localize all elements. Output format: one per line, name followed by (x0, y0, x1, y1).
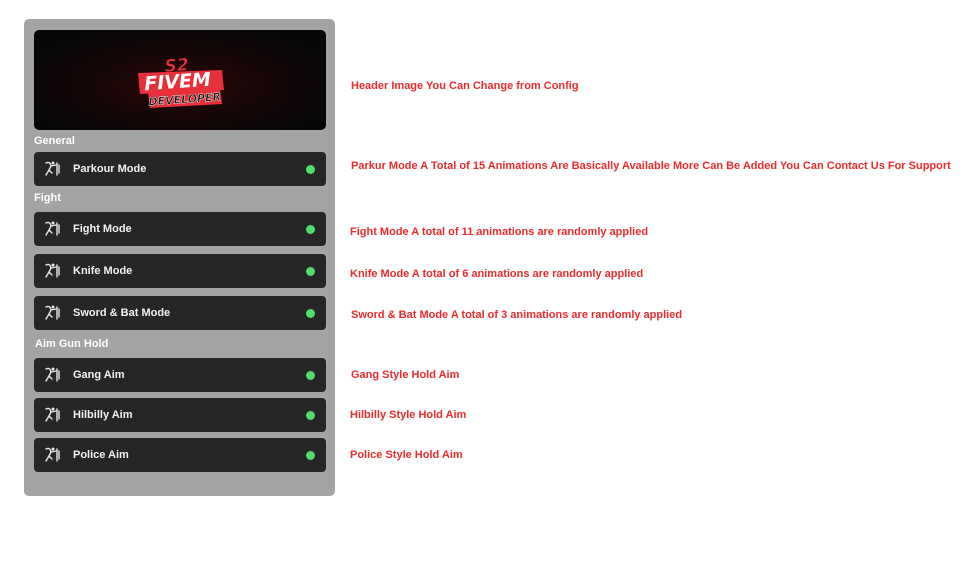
parkour-mode-label: Parkour Mode (73, 163, 147, 175)
status-indicator (306, 309, 315, 318)
sword-bat-mode-label: Sword & Bat Mode (73, 307, 171, 319)
note-police: Police Style Hold Aim (350, 449, 463, 461)
note-gang: Gang Style Hold Aim (351, 369, 460, 381)
section-fight: Fight (34, 192, 61, 204)
svg-text:FIVEM: FIVEM (144, 69, 212, 96)
note-header: Header Image You Can Change from Config (351, 80, 579, 92)
note-fight: Fight Mode A total of 11 animations are … (350, 226, 649, 238)
status-indicator (306, 451, 315, 460)
svg-text:DEVELOPER: DEVELOPER (148, 90, 221, 108)
knife-icon (45, 263, 60, 278)
status-indicator (306, 225, 315, 234)
note-hilbilly: Hilbilly Style Hold Aim (350, 409, 467, 421)
note-parkour: Parkur Mode A Total of 15 Animations Are… (351, 160, 951, 172)
toggle-police-aim[interactable]: Police Aim (34, 438, 326, 472)
toggle-sword-bat-mode[interactable]: Sword & Bat Mode (34, 296, 326, 330)
sword-icon (45, 305, 60, 320)
toggle-parkour-mode[interactable]: Parkour Mode (34, 152, 326, 186)
hilbilly-aim-label: Hilbilly Aim (73, 409, 133, 421)
fight-icon (45, 221, 60, 236)
toggle-gang-aim[interactable]: Gang Aim (34, 358, 326, 392)
status-indicator (306, 371, 315, 380)
note-sword: Sword & Bat Mode A total of 3 animations… (351, 309, 683, 321)
gang-aim-icon (45, 367, 60, 382)
toggle-hilbilly-aim[interactable]: Hilbilly Aim (34, 398, 326, 432)
status-indicator (306, 411, 315, 420)
section-aim-gun-hold: Aim Gun Hold (35, 338, 109, 350)
menu-panel: S2 FIVEM DEVELOPER General Parkour Mode … (24, 19, 335, 496)
police-aim-icon (45, 447, 60, 462)
police-aim-label: Police Aim (73, 449, 129, 461)
svg-text:S2: S2 (164, 55, 189, 77)
section-general: General (34, 135, 75, 147)
status-indicator (306, 267, 315, 276)
note-knife: Knife Mode A total of 6 animations are r… (350, 268, 644, 280)
gang-aim-label: Gang Aim (73, 369, 125, 381)
hilbilly-aim-icon (45, 407, 60, 422)
parkour-icon (45, 161, 60, 176)
fight-mode-label: Fight Mode (73, 223, 132, 235)
logo: S2 FIVEM DEVELOPER (138, 55, 224, 109)
toggle-fight-mode[interactable]: Fight Mode (34, 212, 326, 246)
header-image: S2 FIVEM DEVELOPER (34, 30, 326, 130)
toggle-knife-mode[interactable]: Knife Mode (34, 254, 326, 288)
status-indicator (306, 165, 315, 174)
knife-mode-label: Knife Mode (73, 265, 133, 277)
